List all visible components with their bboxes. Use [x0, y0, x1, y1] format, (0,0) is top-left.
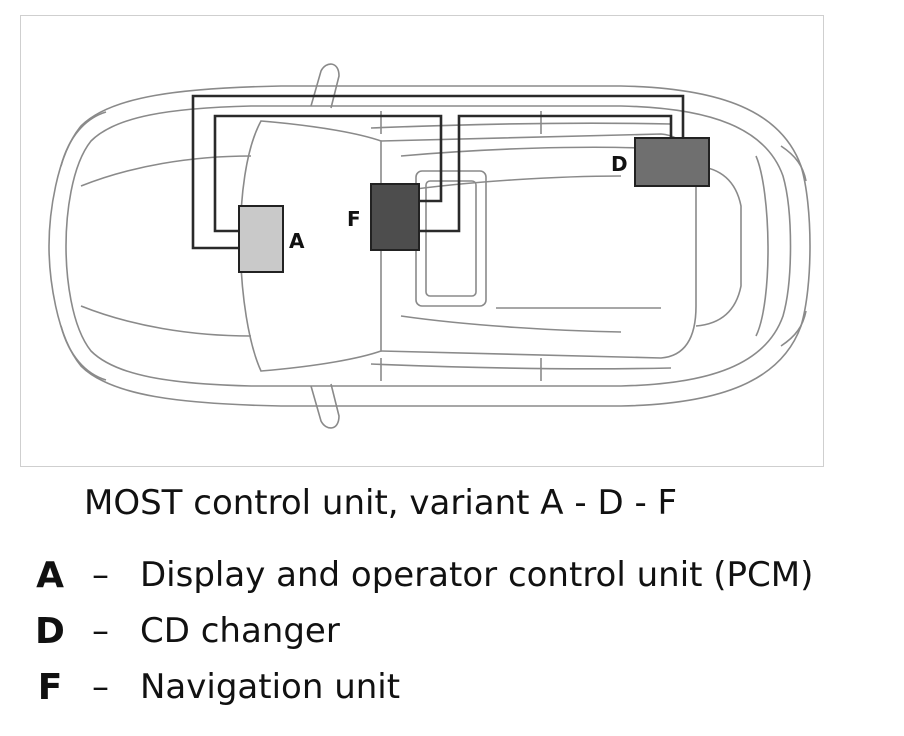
car-top-view-drawing: A F D	[48, 63, 811, 429]
diagram-caption: MOST control unit, variant A - D - F	[84, 483, 678, 523]
legend-text-f: Navigation unit	[140, 667, 401, 707]
legend-dash: –	[92, 555, 109, 595]
unit-f-label: F	[347, 207, 361, 231]
legend-key-d: D	[35, 611, 65, 652]
car-diagram-figure: A F D	[20, 15, 824, 467]
unit-d-box	[634, 137, 710, 187]
legend-dash: –	[92, 667, 109, 707]
wiring-loop-f-d	[419, 114, 673, 233]
legend-text-a: Display and operator control unit (PCM)	[140, 555, 814, 595]
unit-a-label: A	[289, 229, 305, 253]
legend-key-f: F	[37, 667, 63, 708]
car-outline	[48, 63, 811, 429]
unit-f-box	[370, 183, 420, 251]
unit-d-label: D	[611, 152, 628, 176]
most-ring-wiring	[191, 94, 685, 250]
legend-dash: –	[92, 611, 109, 651]
wiring-loop-outer	[191, 94, 685, 250]
legend-key-a: A	[36, 555, 64, 596]
control-units: A F D	[238, 137, 710, 273]
wiring-loop-a-f	[213, 114, 443, 233]
unit-a-box	[238, 205, 284, 273]
legend-text-d: CD changer	[140, 611, 340, 651]
